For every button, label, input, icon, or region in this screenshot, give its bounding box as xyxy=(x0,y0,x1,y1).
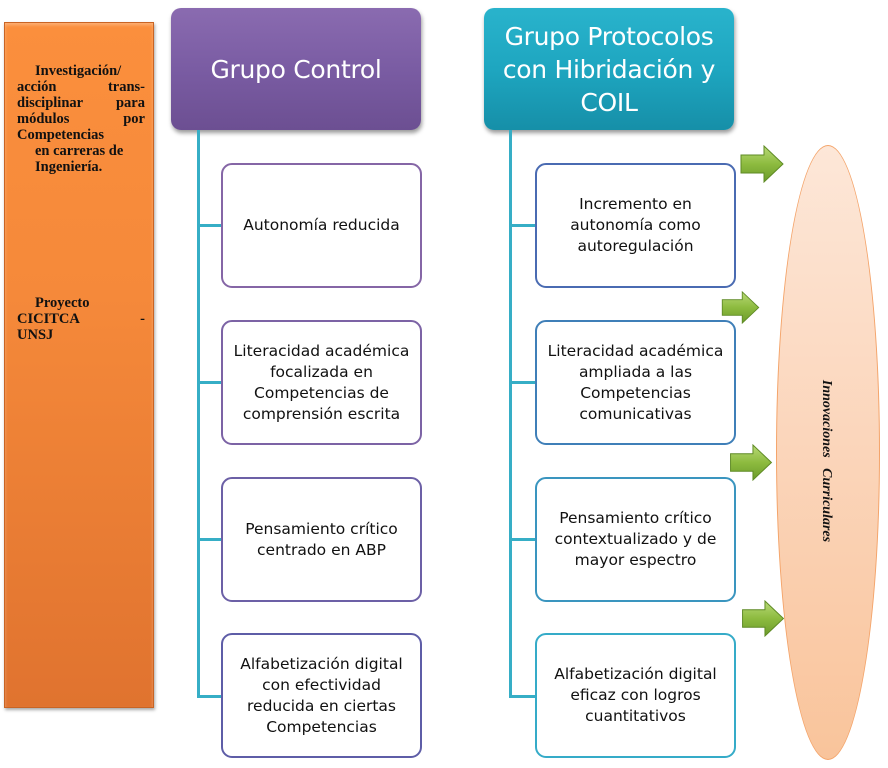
protocol-item-box: Literacidad académica ampliada a las Com… xyxy=(535,320,736,445)
description-line: Investigación/ xyxy=(35,63,122,79)
control-group-header: Grupo Control xyxy=(171,8,421,130)
description-line: módulos por xyxy=(17,111,145,127)
control-branch-line xyxy=(197,224,222,227)
right-arrow-icon xyxy=(730,444,773,481)
protocol-item-box: Pensamiento crítico contextualizado y de… xyxy=(535,477,736,602)
protocol-branch-line xyxy=(509,538,536,541)
control-item-box: Alfabetización digital con efectividad r… xyxy=(221,633,422,758)
project-line: UNSJ xyxy=(17,327,54,343)
control-item-text: Alfabetización digital con efectividad r… xyxy=(240,654,403,736)
project-name: Proyecto CICITCA - UNSJ xyxy=(17,295,145,343)
protocol-branch-line xyxy=(509,224,536,227)
right-arrow-icon xyxy=(742,600,785,637)
control-connector-line xyxy=(197,130,200,698)
protocol-group-header: Grupo Protocolos con Hibridación y COIL xyxy=(484,8,734,130)
protocol-item-text: Literacidad académica ampliada a las Com… xyxy=(547,341,724,423)
control-group-title: Grupo Control xyxy=(210,54,382,84)
project-line: CICITCA - xyxy=(17,311,145,327)
control-branch-line xyxy=(197,381,222,384)
control-branch-line xyxy=(197,538,222,541)
project-panel: Investigación/ acción trans- disciplinar… xyxy=(4,22,154,708)
description-line: en carreras de xyxy=(35,143,124,159)
right-arrow-icon xyxy=(721,291,760,324)
protocol-item-box: Incremento en autonomía como autoregulac… xyxy=(535,163,736,288)
control-branch-line xyxy=(197,695,222,698)
control-item-text: Pensamiento crítico centrado en ABP xyxy=(245,519,398,559)
control-item-box: Pensamiento crítico centrado en ABP xyxy=(221,477,422,602)
protocol-item-text: Pensamiento crítico contextualizado y de… xyxy=(554,509,717,569)
curricular-innovations-ellipse xyxy=(776,145,880,760)
control-item-box: Autonomía reducida xyxy=(221,163,422,288)
protocol-item-text: Incremento en autonomía como autoregulac… xyxy=(570,195,701,255)
control-item-text: Autonomía reducida xyxy=(243,216,400,234)
protocol-connector-line xyxy=(509,130,512,698)
protocol-branch-line xyxy=(509,381,536,384)
protocol-group-title: Grupo Protocolos con Hibridación y COIL xyxy=(502,21,716,117)
project-description: Investigación/ acción trans- disciplinar… xyxy=(17,63,145,175)
right-arrow-icon xyxy=(740,145,784,183)
description-line: disciplinar para xyxy=(17,95,145,111)
project-line: Proyecto xyxy=(35,295,90,311)
curricular-innovations-label: Innovaciones Curriculares xyxy=(819,379,834,543)
control-item-box: Literacidad académica focalizada en Comp… xyxy=(221,320,422,445)
protocol-branch-line xyxy=(509,695,536,698)
protocol-item-text: Alfabetización digital eficaz con logros… xyxy=(554,665,717,725)
description-line: Ingeniería. xyxy=(35,159,103,175)
control-item-text: Literacidad académica focalizada en Comp… xyxy=(233,341,410,423)
description-line: acción trans- xyxy=(17,79,145,95)
description-line: Competencias xyxy=(17,127,104,143)
protocol-item-box: Alfabetización digital eficaz con logros… xyxy=(535,633,736,758)
